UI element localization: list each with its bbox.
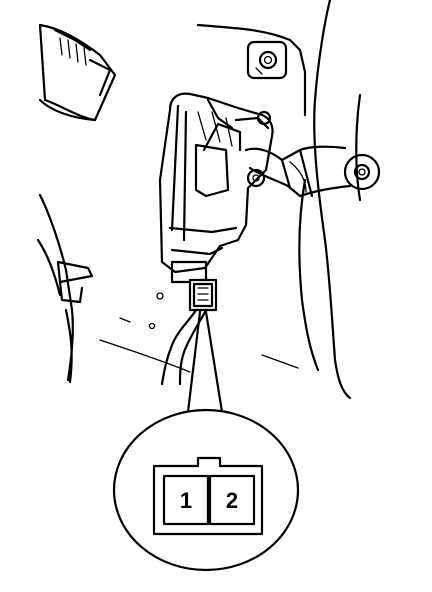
upper-left-component	[38, 23, 117, 122]
pin-1-label: 1	[180, 488, 192, 513]
screw-a	[156, 292, 164, 300]
body-panel	[99, 0, 362, 400]
callout-leader	[186, 310, 224, 414]
callout-circle	[112, 408, 300, 572]
left-hose	[36, 193, 94, 384]
screw-b	[148, 322, 156, 330]
mounting-bolt-top	[246, 40, 288, 80]
connector-face	[152, 456, 264, 536]
sensor-body	[158, 92, 274, 284]
harness-right	[244, 145, 381, 198]
pigtail-connector	[188, 278, 218, 312]
pin-2-label: 2	[226, 488, 238, 513]
